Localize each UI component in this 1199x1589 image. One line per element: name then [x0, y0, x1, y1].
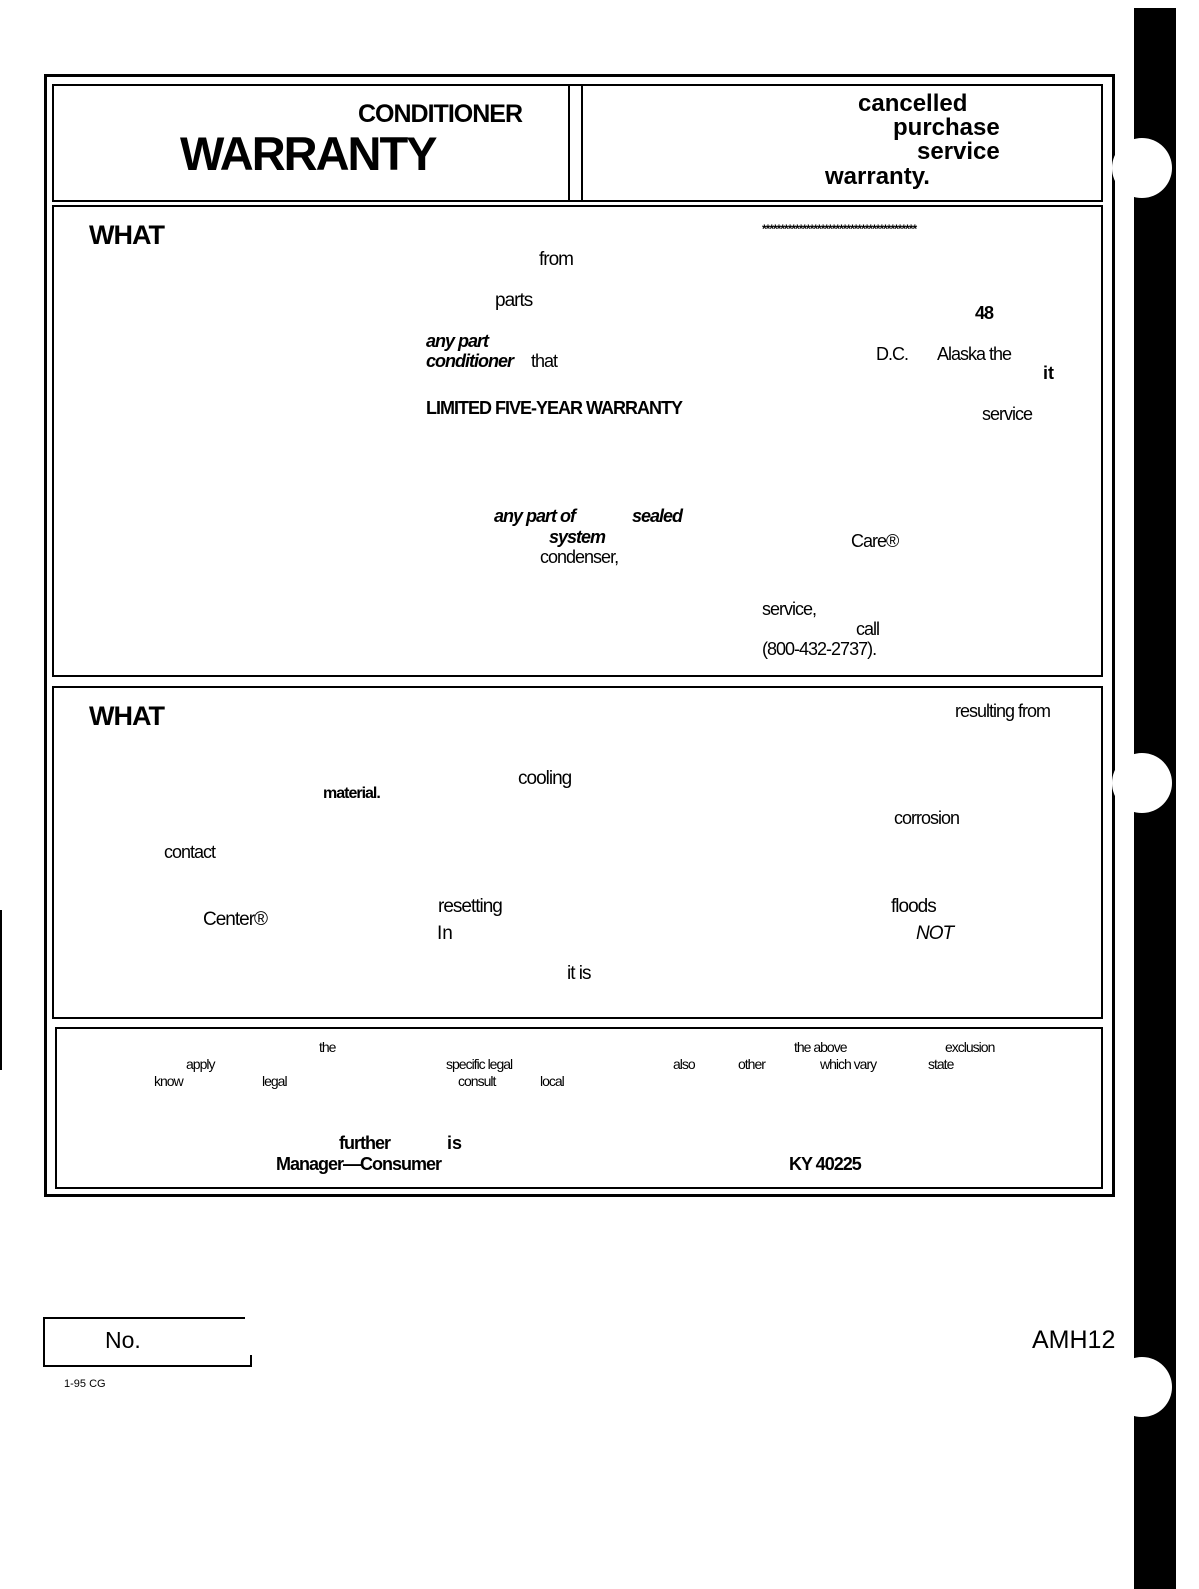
s3-manager: Manager—Consumer: [276, 1154, 442, 1174]
s1-call: call: [856, 619, 880, 639]
header-warranty-title: WARRANTY: [180, 127, 438, 180]
s1-system: system: [549, 527, 606, 547]
s2-cooling: cooling: [518, 768, 572, 789]
s1-service: service: [982, 404, 1033, 424]
footer-code: 1-95 CG: [64, 1378, 106, 1390]
header-divider-right: [581, 86, 583, 200]
s2-not: NOT: [916, 923, 954, 944]
footer-no-top-rule: [43, 1317, 245, 1319]
s2-material: material.: [323, 785, 381, 802]
header-purchase: purchase: [893, 114, 1000, 141]
s1-dc: D.C.: [876, 344, 909, 364]
s1-alaska: Alaska the: [937, 344, 1012, 364]
footer-model: AMH12: [1032, 1326, 1116, 1354]
binding-hole-1: [1112, 138, 1172, 198]
s1-anypart: any part: [426, 331, 489, 351]
s3-apply: apply: [186, 1056, 215, 1072]
s3-exclusion: exclusion: [945, 1039, 995, 1055]
section1-stars: ****************************************…: [762, 222, 917, 236]
s3-know: know: [154, 1073, 184, 1089]
section2-box: [52, 686, 1103, 1019]
header-warranty-word: warranty.: [825, 163, 930, 190]
header-conditioner: CONDITIONER: [358, 100, 523, 128]
s2-itis: it is: [567, 963, 591, 984]
s2-in: In: [437, 923, 453, 944]
s1-condenser: condenser,: [540, 547, 619, 567]
s3-legal: legal: [262, 1073, 288, 1089]
s2-corrosion: corrosion: [894, 808, 960, 828]
s2-resetting: resetting: [438, 896, 503, 917]
footer-no-label: No.: [105, 1327, 141, 1353]
header-divider-left: [568, 86, 570, 200]
s3-is: is: [447, 1133, 463, 1153]
s1-it: it: [1043, 363, 1054, 383]
s3-ky: KY 40225: [789, 1154, 862, 1174]
s3-local: local: [540, 1073, 565, 1089]
left-edge-mark: [0, 910, 2, 1070]
s1-service2: service,: [762, 599, 817, 619]
section3-box: [55, 1027, 1103, 1189]
s3-theabove: the above: [794, 1039, 847, 1055]
s3-state: state: [928, 1056, 954, 1072]
s3-other: other: [738, 1056, 766, 1072]
binding-hole-3: [1112, 1357, 1172, 1417]
s2-contact: contact: [164, 842, 216, 862]
s1-48: 48: [975, 303, 994, 323]
s1-that: that: [531, 351, 558, 371]
footer-no-right-tick: [250, 1355, 252, 1367]
header-service: service: [917, 138, 1000, 165]
s1-limited: LIMITED FIVE-YEAR WARRANTY: [426, 398, 683, 418]
s1-conditioner: conditioner: [426, 351, 514, 371]
s2-resulting: resulting from: [955, 701, 1051, 721]
outer-frame: [44, 74, 1115, 1197]
s3-whichvary: which vary: [820, 1056, 877, 1072]
s3-consult: consult: [458, 1073, 496, 1089]
s1-sealed: sealed: [632, 506, 683, 526]
s1-from: from: [539, 249, 574, 270]
s2-center: Center®: [203, 909, 268, 930]
s1-care: Care®: [851, 531, 899, 551]
header-box: [52, 84, 1103, 202]
binding-hole-2: [1112, 753, 1172, 813]
s1-anypartof: any part of: [494, 506, 576, 526]
s3-further: further: [339, 1133, 391, 1153]
s2-floods: floods: [891, 896, 937, 917]
section1-heading: WHAT: [89, 220, 165, 250]
s3-specificlegal: specific legal: [446, 1056, 513, 1072]
footer-no-bottom-rule: [43, 1365, 252, 1367]
section1-box: [52, 205, 1103, 677]
s1-phone: (800-432-2737).: [762, 639, 877, 659]
s3-also: also: [673, 1056, 696, 1072]
header-cancelled: cancelled: [858, 90, 968, 117]
footer-no-left-rule: [43, 1319, 45, 1367]
section2-heading: WHAT: [89, 701, 165, 731]
s1-parts: parts: [495, 290, 533, 311]
s3-the: the: [319, 1039, 336, 1055]
